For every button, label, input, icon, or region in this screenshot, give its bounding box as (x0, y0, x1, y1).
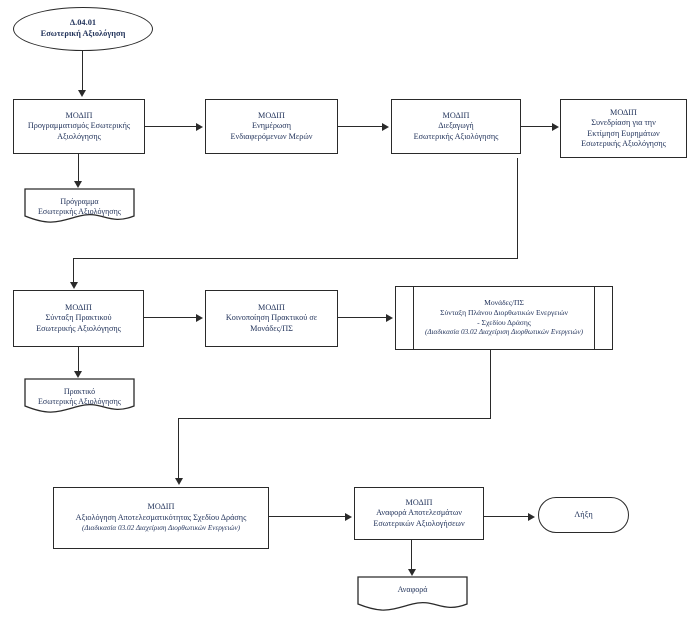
connector-p9-to-d3 (411, 540, 413, 571)
arrowhead-p1-to-d1 (74, 181, 82, 188)
arrowhead-p5-to-d2 (74, 371, 82, 378)
node-p7-reference: (Διαδικασία 03.02 Διαχείριση Διορθωτικών… (424, 328, 584, 337)
arrowhead-p8-to-p9 (345, 512, 352, 521)
connector-start-to-p1 (82, 51, 84, 92)
connector-into-p8 (178, 418, 180, 480)
connector-p4-left (73, 258, 518, 260)
node-end-terminator[interactable]: Λήξη (538, 497, 629, 533)
node-p9-label: ΜΟΔΙΠ Αναφορά Αποτελεσμάτων Εσωτερικών Α… (373, 497, 465, 528)
connector-p8-to-p9 (269, 516, 346, 518)
arrowhead-into-p5 (69, 282, 78, 289)
arrowhead-p2-to-p3 (382, 122, 389, 131)
arrowhead-into-p8 (174, 478, 183, 485)
node-p7-predefined-process[interactable]: Μονάδες/ΠΣ Σύνταξη Πλάνου Διορθωτικών Εν… (395, 286, 613, 350)
node-p1-process[interactable]: ΜΟΔΙΠ Προγραμματισμός Εσωτερικής Αξιολόγ… (13, 99, 145, 154)
node-p4-label: ΜΟΔΙΠ Συνεδρίαση για την Εκτίμηση Ευρημά… (581, 107, 666, 149)
node-p8-label: ΜΟΔΙΠ Αξιολόγηση Αποτελεσματικότητας Σχε… (75, 502, 247, 533)
connector-into-p5 (73, 258, 75, 284)
predefined-left-bar (413, 287, 414, 349)
arrowhead-p6-to-p7 (386, 313, 393, 322)
node-d1-label: Πρόγραμμα Εσωτερικής Αξιολόγησης (38, 197, 121, 217)
arrowhead-p9-to-end (528, 512, 535, 521)
document-shape-icon (24, 188, 135, 223)
node-d3-document[interactable]: Αναφορά (357, 576, 468, 614)
connector-p1-to-d1 (78, 154, 80, 184)
predefined-right-bar (594, 287, 595, 349)
node-p4-process[interactable]: ΜΟΔΙΠ Συνεδρίαση για την Εκτίμηση Ευρημά… (560, 99, 687, 158)
connector-p3-to-p4 (521, 126, 553, 128)
node-p5-label: ΜΟΔΙΠ Σύνταξη Πρακτικού Εσωτερικής Αξιολ… (36, 302, 121, 333)
node-d2-document[interactable]: Πρακτικό Εσωτερικής Αξιολόγησης (24, 378, 135, 416)
node-p3-process[interactable]: ΜΟΔΙΠ Διεξαγωγή Εσωτερικής Αξιολόγησης (391, 99, 521, 154)
node-p5-process[interactable]: ΜΟΔΙΠ Σύνταξη Πρακτικού Εσωτερικής Αξιολ… (13, 290, 144, 347)
connector-p2-to-p3 (338, 126, 383, 128)
connector-p4-down (517, 158, 519, 259)
node-p2-label: ΜΟΔΙΠ Ενημέρωση Ενδιαφερόμενων Μερών (230, 110, 313, 141)
node-d2-label: Πρακτικό Εσωτερικής Αξιολόγησης (38, 387, 121, 407)
document-shape-icon (24, 378, 135, 413)
document-shape-icon (357, 576, 468, 611)
arrowhead-p1-to-p2 (196, 122, 203, 131)
connector-p7-down (490, 350, 492, 419)
connector-p5-to-p6 (144, 317, 198, 319)
connector-p6-to-p7 (338, 317, 387, 319)
node-p8-process[interactable]: ΜΟΔΙΠ Αξιολόγηση Αποτελεσματικότητας Σχε… (53, 487, 269, 549)
node-d1-document[interactable]: Πρόγραμμα Εσωτερικής Αξιολόγησης (24, 188, 135, 226)
arrowhead-start-to-p1 (78, 90, 86, 97)
node-p3-label: ΜΟΔΙΠ Διεξαγωγή Εσωτερικής Αξιολόγησης (413, 110, 499, 141)
node-end-label: Λήξη (574, 509, 593, 519)
node-p9-process[interactable]: ΜΟΔΙΠ Αναφορά Αποτελεσμάτων Εσωτερικών Α… (354, 487, 484, 540)
arrowhead-p3-to-p4 (552, 122, 559, 131)
node-p8-reference: (Διαδικασία 03.02 Διαχείριση Διορθωτικών… (81, 524, 241, 533)
arrowhead-p9-to-d3 (407, 569, 416, 576)
node-p1-label: ΜΟΔΙΠ Προγραμματισμός Εσωτερικής Αξιολόγ… (27, 110, 131, 141)
node-p2-process[interactable]: ΜΟΔΙΠ Ενημέρωση Ενδιαφερόμενων Μερών (205, 99, 338, 154)
node-d3-label: Αναφορά (397, 585, 428, 594)
connector-p7-left (178, 418, 491, 420)
connector-p5-to-d2 (78, 347, 80, 374)
node-p6-label: ΜΟΔΙΠ Κοινοποίηση Πρακτικού σε Μονάδες/Π… (225, 302, 318, 333)
connector-p1-to-p2 (145, 126, 198, 128)
node-p7-label: Μονάδες/ΠΣ Σύνταξη Πλάνου Διορθωτικών Εν… (424, 298, 584, 337)
node-p6-process[interactable]: ΜΟΔΙΠ Κοινοποίηση Πρακτικού σε Μονάδες/Π… (205, 290, 338, 347)
connector-p9-to-end (484, 516, 529, 518)
arrowhead-p5-to-p6 (196, 313, 203, 322)
